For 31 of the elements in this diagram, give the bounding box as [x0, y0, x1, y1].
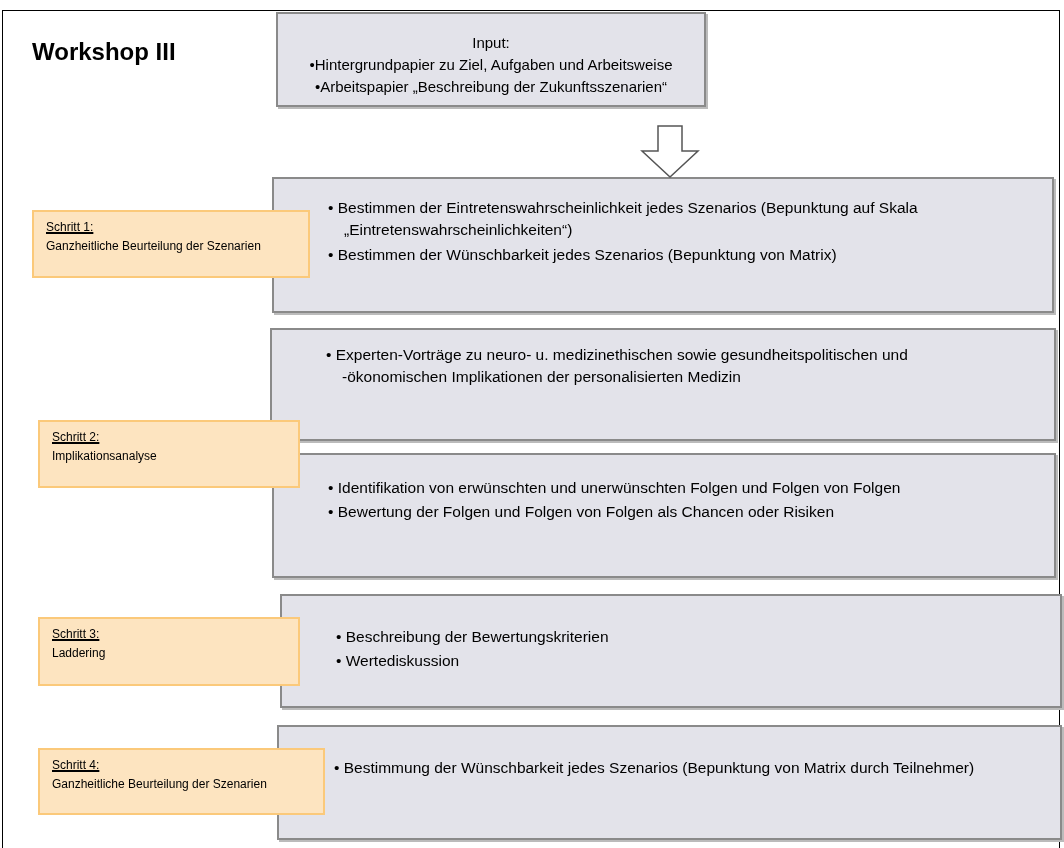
bullet-item: • Identifikation von erwünschten und unerwünschten Folgen und Folgen von Folgen — [328, 478, 902, 498]
bullet-item: • Beschreibung der Bewertungskriterien — [336, 627, 610, 647]
step-label-box — [32, 210, 310, 278]
bullet-item: • Bestimmen der Wünschbarkeit jedes Szenarios (Bepunktung von Matrix) — [328, 244, 838, 265]
step-heading: Schritt 4: — [52, 757, 101, 774]
step-label-box — [38, 420, 300, 488]
input-heading: Input: — [471, 33, 511, 53]
step-label-box — [38, 748, 325, 815]
step-name: Implikationsanalyse — [52, 447, 158, 465]
bullet-item: • Wertediskussion — [336, 651, 461, 672]
input-item: •Arbeitspapier „Beschreibung der Zukunftsszenarien“ — [313, 76, 669, 97]
bullet-item: • Bestimmen der Eintretenswahrscheinlichkeit jedes Szenarios (Bepunktung auf Skala „Eintretenswahrscheinlichkeiten“) — [328, 198, 919, 241]
content-box — [280, 594, 1062, 708]
content-box — [270, 328, 1056, 441]
step-label-box — [38, 617, 300, 686]
bullet-item: • Experten-Vorträge zu neuro- u. medizinethischen sowie gesundheitspolitischen und -ökonomischen Implikationen der personalisierten Medizin — [326, 345, 909, 388]
content-box — [272, 453, 1056, 578]
step-heading: Schritt 2: — [52, 429, 101, 446]
step-heading: Schritt 1: — [46, 219, 95, 236]
input-item: •Hintergrundpapier zu Ziel, Aufgaben und Arbeitsweise — [308, 54, 674, 75]
step-name: Ganzheitliche Beurteilung der Szenarien — [46, 237, 262, 255]
bullet-item: • Bestimmung der Wünschbarkeit jedes Szenarios (Bepunktung von Matrix durch Teilnehmer) — [334, 758, 976, 778]
block-arrow — [640, 125, 700, 179]
step-heading: Schritt 3: — [52, 626, 101, 643]
bullet-item: • Bewertung der Folgen und Folgen von Folgen als Chancen oder Risiken — [328, 502, 836, 523]
diagram-title: Workshop III — [32, 38, 176, 66]
content-box — [277, 725, 1062, 840]
input-box — [276, 12, 706, 107]
step-name: Ganzheitliche Beurteilung der Szenarien — [52, 775, 268, 793]
step-name: Laddering — [52, 644, 107, 662]
content-box — [272, 177, 1054, 313]
